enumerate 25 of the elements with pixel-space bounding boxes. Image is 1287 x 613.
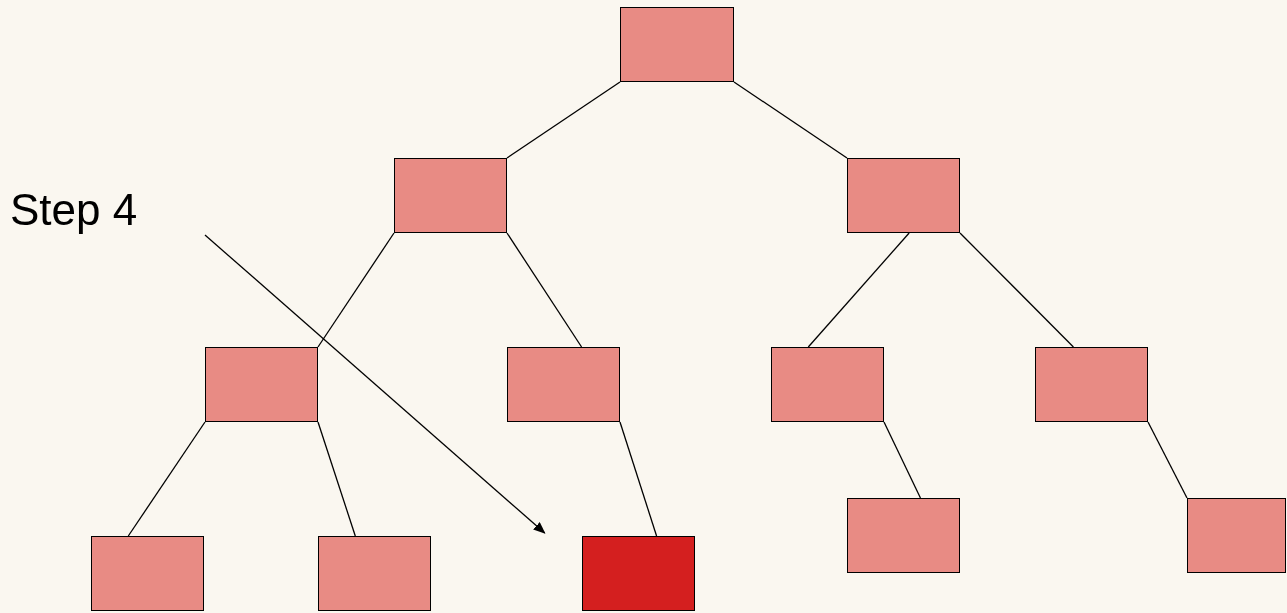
tree-branch-line	[317, 421, 356, 537]
tree-node-box	[771, 347, 884, 422]
tree-branch-line	[506, 81, 621, 159]
tree-branch-line	[619, 421, 658, 537]
tree-branch-line	[317, 232, 395, 348]
tree-node-box	[847, 498, 960, 573]
tree-branch-line	[1147, 421, 1188, 499]
arrow	[204, 234, 546, 534]
tree-node-box	[620, 7, 734, 82]
tree-branch-line	[127, 421, 206, 537]
tree-node-box	[318, 536, 431, 611]
tree-node-box	[1187, 498, 1286, 573]
tree-node-box	[1035, 347, 1148, 422]
step-label: Step 4	[10, 188, 138, 232]
tree-branch-line	[883, 421, 922, 499]
tree-node-box	[507, 347, 620, 422]
tree-branch-line	[506, 232, 583, 348]
tree-node-box	[91, 536, 204, 611]
tree-node-box	[205, 347, 318, 422]
tree-branch-line	[959, 232, 1075, 348]
tree-node-box	[582, 536, 695, 611]
tree-node-box	[847, 158, 960, 233]
tree-node-box	[394, 158, 507, 233]
tree-branch-line	[733, 81, 848, 159]
tree-branch-line	[807, 232, 910, 348]
